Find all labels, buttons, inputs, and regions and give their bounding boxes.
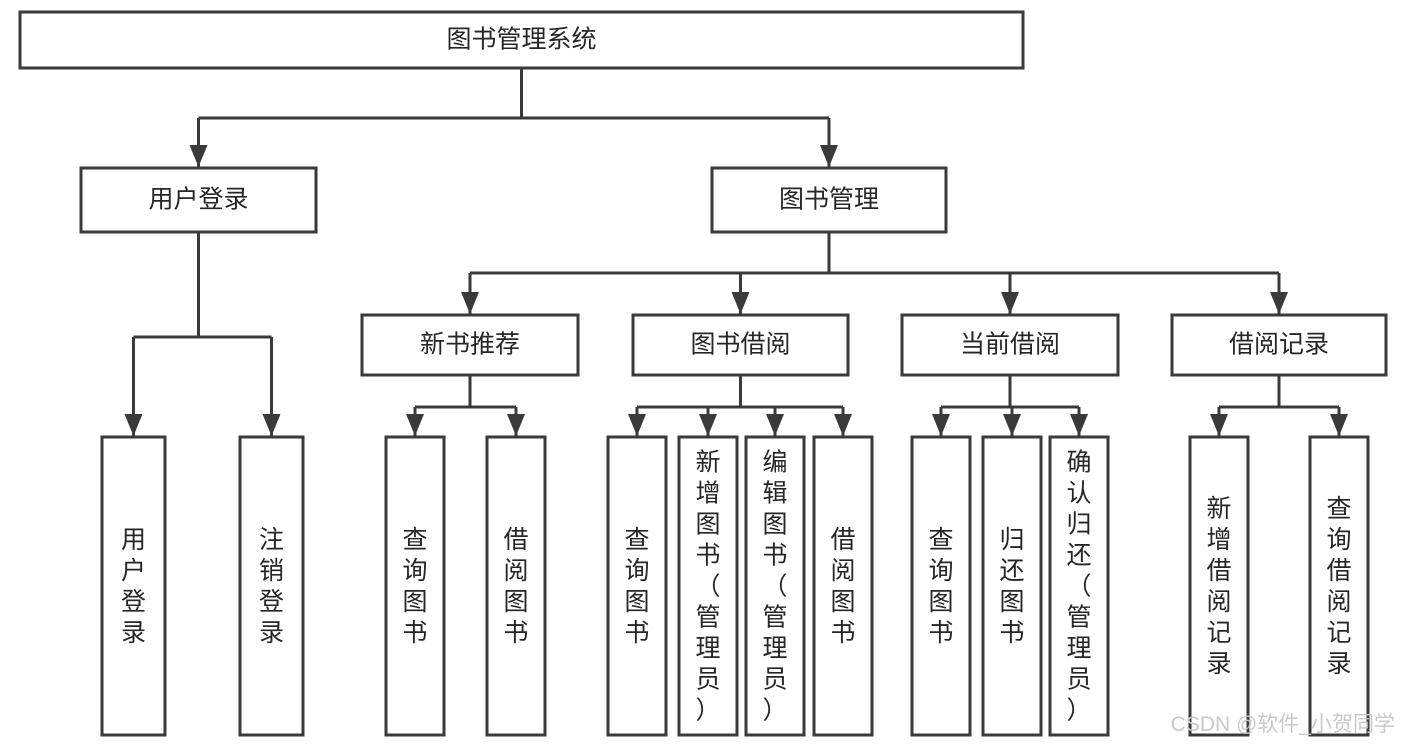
node-label: 借阅图书 xyxy=(830,526,855,647)
arrow-head-icon xyxy=(507,414,525,436)
node-l3-new-book-rec[interactable]: 新书推荐 xyxy=(360,313,580,377)
arrow-head-icon xyxy=(1330,414,1348,436)
node-leaf-leaf-user-login[interactable]: 用户登录 xyxy=(100,435,167,737)
node-leaf-leaf-query-record[interactable]: 查询借阅记录 xyxy=(1308,435,1370,737)
node-rect xyxy=(677,435,739,737)
node-rect xyxy=(384,435,446,737)
arrow-head-icon xyxy=(406,414,424,436)
node-rect xyxy=(710,166,948,234)
node-label: 查询图书 xyxy=(402,526,427,647)
node-rect xyxy=(981,435,1043,737)
node-rect xyxy=(1188,435,1250,737)
node-label: 查询图书 xyxy=(624,526,649,647)
node-rect xyxy=(606,435,668,737)
csdn-watermark: CSDN @软件_小贺同学 xyxy=(1171,713,1395,736)
node-rect xyxy=(1170,313,1388,377)
node-rect xyxy=(1308,435,1370,737)
node-leaf-leaf-user-logout[interactable]: 注销登录 xyxy=(238,435,305,737)
arrow-head-icon xyxy=(731,292,750,314)
node-root-root[interactable]: 图书管理系统 xyxy=(18,10,1025,70)
node-rect xyxy=(238,435,305,737)
node-label: 查询图书 xyxy=(928,526,953,647)
node-l2-user-login[interactable]: 用户登录 xyxy=(79,166,318,234)
node-rect xyxy=(360,313,580,377)
node-leaf-leaf-query-book-current[interactable]: 查询图书 xyxy=(910,435,972,737)
arrow-head-icon xyxy=(1270,292,1288,314)
node-label: 归还图书 xyxy=(999,526,1024,647)
arrow-head-icon xyxy=(932,414,950,436)
node-label: 图书管理 xyxy=(779,186,879,214)
node-rect xyxy=(744,435,806,737)
node-l2-book-manage[interactable]: 图书管理 xyxy=(710,166,948,234)
node-rect xyxy=(485,435,547,737)
node-label: 图书管理系统 xyxy=(446,26,596,54)
node-label: 注销登录 xyxy=(259,526,284,647)
node-layer: 图书管理系统用户登录图书管理新书推荐图书借阅当前借阅借阅记录用户登录注销登录查询… xyxy=(18,10,1388,737)
arrow-head-icon xyxy=(1070,414,1088,436)
node-rect xyxy=(910,435,972,737)
arrow-head-icon xyxy=(628,414,646,436)
node-label: 新增借阅记录 xyxy=(1206,495,1231,678)
arrow-head-icon xyxy=(1210,414,1228,436)
arrow-head-icon xyxy=(1001,292,1019,314)
arrow-head-icon xyxy=(189,145,208,167)
arrow-head-icon xyxy=(766,414,784,436)
node-label: 查询借阅记录 xyxy=(1326,495,1351,678)
node-leaf-leaf-return-book[interactable]: 归还图书 xyxy=(981,435,1043,737)
node-label: 编辑图书（管理员） xyxy=(762,449,787,725)
connector-layer xyxy=(124,68,1348,436)
node-label: 确认归还（管理员） xyxy=(1066,449,1091,725)
node-rect xyxy=(900,313,1120,377)
node-label: 借阅记录 xyxy=(1229,331,1329,359)
node-leaf-leaf-add-record[interactable]: 新增借阅记录 xyxy=(1188,435,1250,737)
node-rect xyxy=(100,435,167,737)
arrow-head-icon xyxy=(699,414,717,436)
node-leaf-leaf-query-book-borrow[interactable]: 查询图书 xyxy=(606,435,668,737)
node-leaf-leaf-query-book-rec[interactable]: 查询图书 xyxy=(384,435,446,737)
arrow-head-icon xyxy=(461,292,479,314)
node-label: 用户登录 xyxy=(121,526,146,647)
node-rect xyxy=(1048,435,1110,737)
node-rect xyxy=(812,435,874,737)
node-label: 新书推荐 xyxy=(420,331,520,359)
node-label: 借阅图书 xyxy=(503,526,528,647)
node-rect xyxy=(79,166,318,234)
node-l3-current-borrow[interactable]: 当前借阅 xyxy=(900,313,1120,377)
arrow-head-icon xyxy=(834,414,852,436)
node-label: 新增图书（管理员） xyxy=(695,449,720,725)
node-label: 图书借阅 xyxy=(690,331,790,359)
node-l3-borrow-record[interactable]: 借阅记录 xyxy=(1170,313,1388,377)
node-leaf-leaf-borrow-book[interactable]: 借阅图书 xyxy=(812,435,874,737)
node-leaf-leaf-edit-book[interactable]: 编辑图书（管理员） xyxy=(744,435,806,737)
arrow-head-icon xyxy=(820,145,838,167)
node-leaf-leaf-borrow-book-rec[interactable]: 借阅图书 xyxy=(485,435,547,737)
node-rect xyxy=(18,10,1025,70)
node-leaf-leaf-add-book[interactable]: 新增图书（管理员） xyxy=(677,435,739,737)
node-label: 当前借阅 xyxy=(960,331,1060,359)
arrow-head-icon xyxy=(124,414,143,436)
arrow-head-icon xyxy=(262,414,281,436)
node-leaf-leaf-confirm-return[interactable]: 确认归还（管理员） xyxy=(1048,435,1110,737)
node-label: 用户登录 xyxy=(148,186,248,214)
node-l3-book-borrow[interactable]: 图书借阅 xyxy=(631,313,850,377)
node-rect xyxy=(631,313,850,377)
arrow-head-icon xyxy=(1003,414,1021,436)
